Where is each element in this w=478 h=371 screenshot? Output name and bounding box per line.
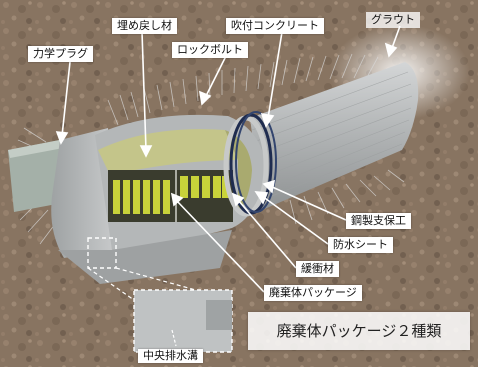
arrow-backfill bbox=[141, 31, 147, 151]
arrow-plug bbox=[61, 61, 71, 137]
label-waterproof-sheet: 防水シート bbox=[328, 237, 393, 253]
arrow-steel-support bbox=[269, 185, 347, 221]
drain-callout-source bbox=[87, 237, 117, 269]
backfill-top bbox=[98, 129, 238, 175]
waterproof-sheet-ring bbox=[229, 113, 273, 215]
steel-support-ring bbox=[235, 111, 277, 213]
arrow-buffer bbox=[237, 199, 297, 269]
label-backfill: 埋め戻し材 bbox=[112, 18, 177, 34]
backfill-side bbox=[225, 130, 252, 212]
arrow-rock-bolt bbox=[205, 55, 227, 97]
arrow-waste-package bbox=[175, 199, 265, 293]
label-grout: グラウト bbox=[366, 12, 420, 28]
label-steel-support: 鋼製支保工 bbox=[346, 213, 411, 229]
tunnel-tube bbox=[250, 62, 419, 210]
label-central-drain: 中央排水溝 bbox=[138, 349, 203, 363]
caption-box: 廃棄体パッケージ２種類 bbox=[248, 312, 470, 350]
label-rock-bolt: ロックボルト bbox=[172, 42, 248, 58]
arrow-shotcrete bbox=[267, 31, 283, 119]
label-buffer: 緩衝材 bbox=[296, 261, 339, 277]
label-mechanical-plug: 力学プラグ bbox=[28, 46, 93, 62]
arrow-waterproof bbox=[261, 195, 329, 245]
arrow-grout bbox=[391, 25, 401, 49]
tunnel-invert bbox=[58, 230, 232, 284]
label-waste-package: 廃棄体パッケージ bbox=[264, 285, 362, 301]
label-shotcrete: 吹付コンクリート bbox=[226, 18, 324, 34]
mechanical-plug bbox=[51, 128, 112, 258]
